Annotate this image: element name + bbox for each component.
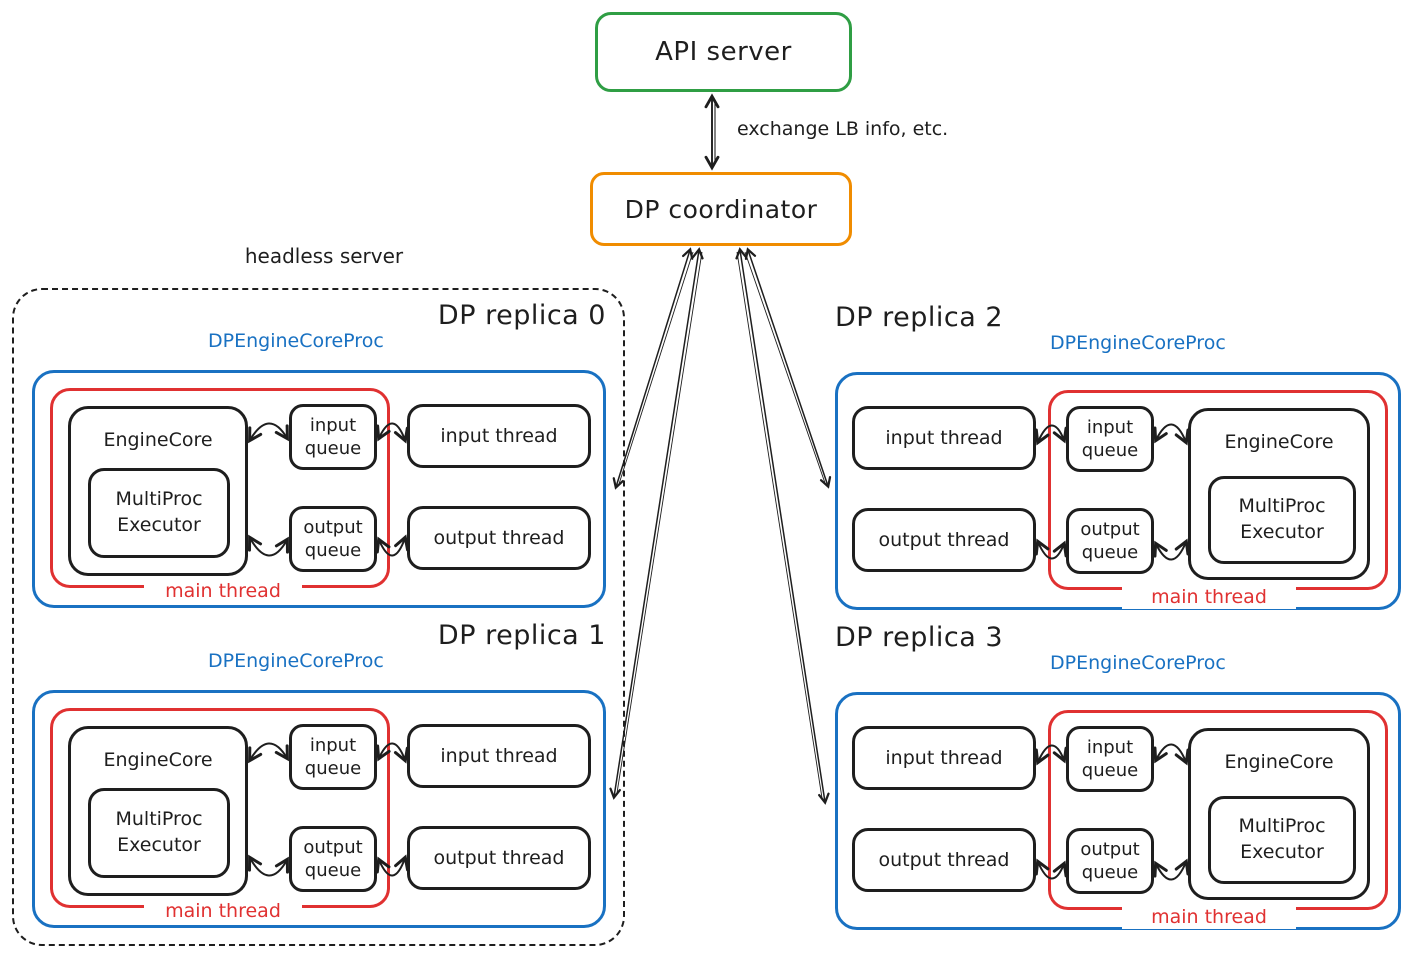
- replica-1-proc-label: DPEngineCoreProc: [208, 650, 384, 672]
- coordinator-replica2-arrow: [744, 247, 832, 489]
- output-queue-label: output queue: [1080, 518, 1140, 563]
- input-queue-label: input queue: [1081, 416, 1139, 461]
- replica-3: DP replica 3 DPEngineCoreProc input thre…: [835, 622, 1401, 934]
- replica-2-input-queue-box: input queue: [1066, 406, 1154, 472]
- replica-3-proc-label: DPEngineCoreProc: [1050, 652, 1226, 674]
- api-server-box: API server: [595, 12, 852, 92]
- replica-0-proc-box: [32, 370, 606, 608]
- output-thread-label: output thread: [433, 527, 565, 549]
- api-coordinator-arrow: [704, 93, 720, 171]
- replica-3-title: DP replica 3: [835, 622, 1004, 653]
- replica-2-input-thread-box: input thread: [852, 406, 1036, 470]
- replica-0-multiproc-executor-box: MultiProc Executor: [88, 468, 230, 558]
- dp-coordinator-box: DP coordinator: [590, 172, 852, 246]
- replica-1-main-thread-label: main thread: [144, 900, 302, 923]
- replica-3-main-thread-label: main thread: [1122, 906, 1296, 929]
- replica-2-main-thread-label: main thread: [1122, 586, 1296, 609]
- replica-0-output-thread-box: output thread: [407, 506, 591, 570]
- replica-2-proc-label: DPEngineCoreProc: [1050, 332, 1226, 354]
- replica-0-input-queue-box: input queue: [289, 404, 377, 470]
- multiproc-executor-label: MultiProc Executor: [1238, 495, 1326, 543]
- multiproc-executor-label: MultiProc Executor: [1238, 815, 1326, 863]
- engine-core-label: EngineCore: [103, 429, 213, 451]
- replica-3-proc-box: [835, 692, 1401, 930]
- replica-1-multiproc-executor-box: MultiProc Executor: [88, 788, 230, 878]
- replica-1: DP replica 1 DPEngineCoreProc EngineCore…: [32, 620, 608, 932]
- headless-server-label: headless server: [244, 244, 404, 268]
- replica-2-output-queue-box: output queue: [1066, 508, 1154, 574]
- replica-2-title: DP replica 2: [835, 302, 1004, 333]
- replica-1-input-queue-box: input queue: [289, 724, 377, 790]
- output-thread-label: output thread: [433, 847, 565, 869]
- input-thread-label: input thread: [885, 427, 1003, 449]
- replica-1-proc-box: [32, 690, 606, 928]
- replica-2-output-thread-box: output thread: [852, 508, 1036, 572]
- replica-0-input-thread-box: input thread: [407, 404, 591, 468]
- replica-3-input-queue-box: input queue: [1066, 726, 1154, 792]
- replica-1-output-queue-box: output queue: [289, 826, 377, 892]
- replica-0-main-thread-label: main thread: [144, 580, 302, 603]
- output-queue-label: output queue: [303, 516, 363, 561]
- replica-2: DP replica 2 DPEngineCoreProc input thre…: [835, 302, 1401, 614]
- replica-3-output-queue-box: output queue: [1066, 828, 1154, 894]
- replica-0: DP replica 0 DPEngineCoreProc EngineCore…: [32, 300, 608, 612]
- exchange-lb-info-label: exchange LB info, etc.: [737, 118, 949, 140]
- coordinator-replica0-arrow: [612, 247, 694, 490]
- engine-core-label: EngineCore: [1224, 751, 1334, 773]
- output-queue-label: output queue: [1080, 838, 1140, 883]
- multiproc-executor-label: MultiProc Executor: [115, 488, 203, 536]
- output-thread-label: output thread: [878, 529, 1010, 551]
- output-thread-label: output thread: [878, 849, 1010, 871]
- replica-0-title: DP replica 0: [437, 300, 606, 331]
- api-server-label: API server: [655, 37, 792, 67]
- replica-3-multiproc-executor-box: MultiProc Executor: [1208, 796, 1356, 884]
- input-queue-label: input queue: [304, 414, 362, 459]
- engine-core-label: EngineCore: [1224, 431, 1334, 453]
- replica-3-input-thread-box: input thread: [852, 726, 1036, 790]
- replica-0-output-queue-box: output queue: [289, 506, 377, 572]
- replica-1-title: DP replica 1: [437, 620, 606, 651]
- input-thread-label: input thread: [440, 425, 558, 447]
- input-thread-label: input thread: [440, 745, 558, 767]
- replica-2-multiproc-executor-box: MultiProc Executor: [1208, 476, 1356, 564]
- replica-3-output-thread-box: output thread: [852, 828, 1036, 892]
- output-queue-label: output queue: [303, 836, 363, 881]
- input-queue-label: input queue: [1081, 736, 1139, 781]
- replica-1-output-thread-box: output thread: [407, 826, 591, 890]
- input-queue-label: input queue: [304, 734, 362, 779]
- input-thread-label: input thread: [885, 747, 1003, 769]
- multiproc-executor-label: MultiProc Executor: [115, 808, 203, 856]
- dp-coordinator-label: DP coordinator: [624, 194, 818, 224]
- coordinator-replica3-arrow: [735, 247, 830, 805]
- coordinator-replica1-arrow: [609, 247, 704, 800]
- replica-1-input-thread-box: input thread: [407, 724, 591, 788]
- replica-0-proc-label: DPEngineCoreProc: [208, 330, 384, 352]
- engine-core-label: EngineCore: [103, 749, 213, 771]
- replica-2-proc-box: [835, 372, 1401, 610]
